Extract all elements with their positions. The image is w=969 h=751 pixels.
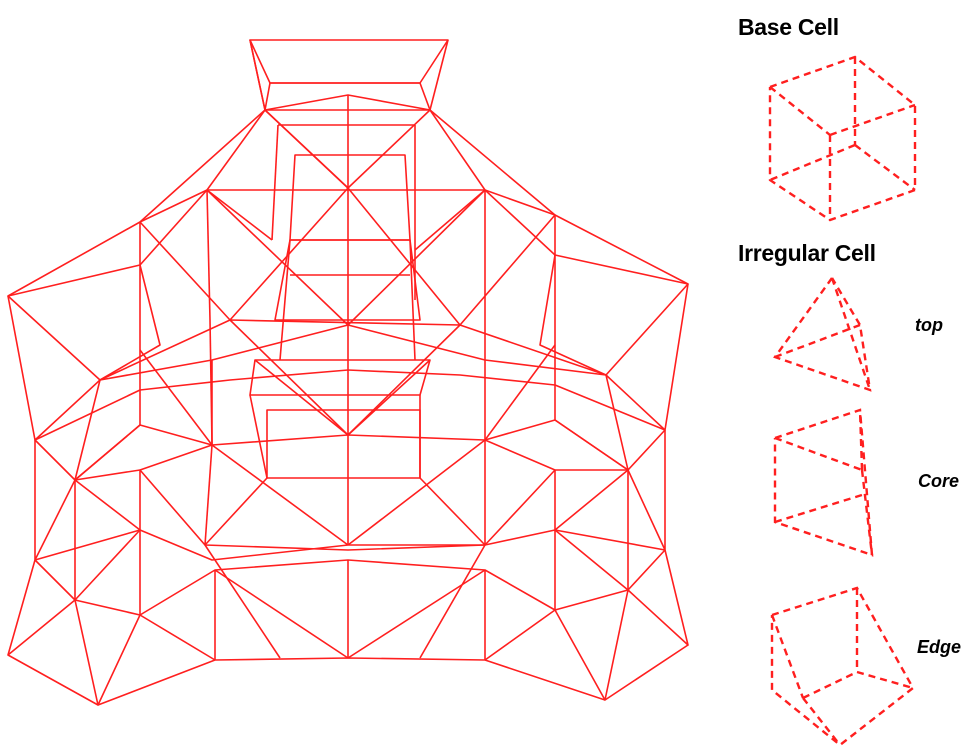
top-label: top bbox=[915, 315, 943, 336]
edge-label: Edge bbox=[917, 637, 961, 658]
core-label: Core bbox=[918, 471, 959, 492]
